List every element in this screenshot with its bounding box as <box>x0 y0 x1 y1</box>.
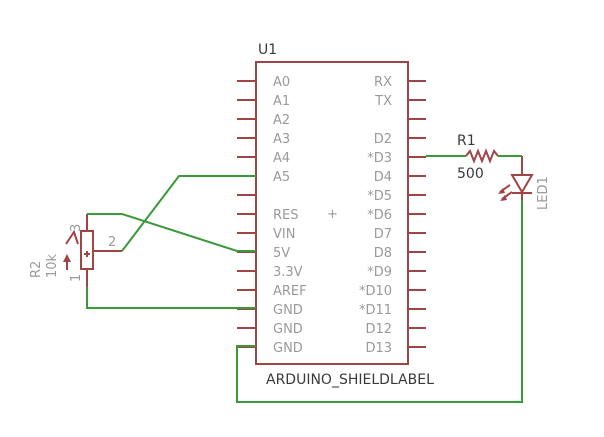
u1-center-mark: + <box>327 207 338 222</box>
u1-left-pin-label: A3 <box>273 132 290 147</box>
led1-triangle <box>510 174 534 194</box>
u1-right-pin-label: D12 <box>365 322 392 337</box>
u1-left-pin-label: AREF <box>273 284 307 299</box>
u1-shield-label: ARDUINO_SHIELDLABEL <box>266 372 434 388</box>
r2-component[interactable]: 3 1 2 R2 10k <box>29 214 122 287</box>
u1-left-pin-label: 5V <box>273 246 290 261</box>
u1-left-pin-label: VIN <box>273 227 295 242</box>
u1-left-pin-label: A5 <box>273 170 290 185</box>
u1-left-pin-label: GND <box>273 303 303 318</box>
u1-component[interactable]: U1 + ARDUINO_SHIELDLABEL A0A1A2A3A4A5RES… <box>237 42 434 388</box>
u1-right-pin-label: TX <box>374 94 392 109</box>
r2-pin1-number: 1 <box>69 274 84 282</box>
led1-light-arrows <box>498 184 513 201</box>
r1-name: R1 <box>457 133 476 149</box>
u1-left-pin-label: A2 <box>273 113 290 128</box>
wire-r2-pin3-to-5v[interactable] <box>87 213 256 252</box>
wire-r2-pin1-to-gnd[interactable] <box>86 287 256 309</box>
u1-left-pin-label: RES <box>273 208 299 223</box>
r2-name: R2 <box>29 261 44 278</box>
u1-left-pin-label: A0 <box>273 75 290 90</box>
u1-right-pin-label: RX <box>374 75 392 90</box>
u1-name: U1 <box>258 42 277 58</box>
r2-pin3-number: 3 <box>69 224 84 232</box>
u1-right-pin-label: *D6 <box>367 208 392 223</box>
u1-left-pin-label: GND <box>273 341 303 356</box>
u1-right-pin-label: *D3 <box>367 151 392 166</box>
u1-left-pin-label: 3.3V <box>273 265 303 280</box>
u1-right-pin-label: D2 <box>374 132 392 147</box>
u1-right-pin-label: D7 <box>374 227 392 242</box>
u1-right-pin-label: *D11 <box>359 303 392 318</box>
r2-value: 10k <box>45 253 60 278</box>
u1-right-pin-label: *D5 <box>367 189 392 204</box>
r2-adjust-arrow <box>65 229 79 245</box>
u1-right-pin-label: D4 <box>374 170 392 185</box>
led1-name: LED1 <box>536 176 551 210</box>
r1-component[interactable]: R1 500 <box>457 133 499 182</box>
r2-body <box>80 230 94 270</box>
r1-zigzag <box>465 148 499 164</box>
wire-led1-to-gnd[interactable] <box>236 200 523 403</box>
u1-right-pin-label: D8 <box>374 246 392 261</box>
r1-value: 500 <box>457 166 484 182</box>
u1-left-pin-label: GND <box>273 322 303 337</box>
u1-left-pin-label: A1 <box>273 94 290 109</box>
u1-left-pin-label: A4 <box>273 151 290 166</box>
r2-pin2-number: 2 <box>108 235 116 250</box>
wire-r2-wiper-to-a5[interactable] <box>121 175 256 252</box>
led1-component[interactable]: LED1 <box>498 156 551 210</box>
r2-up-arrow <box>63 254 71 270</box>
wires <box>86 155 523 403</box>
u1-right-pin-label: *D9 <box>367 265 392 280</box>
u1-right-pin-label: D13 <box>365 341 392 356</box>
u1-right-pin-label: *D10 <box>359 284 392 299</box>
